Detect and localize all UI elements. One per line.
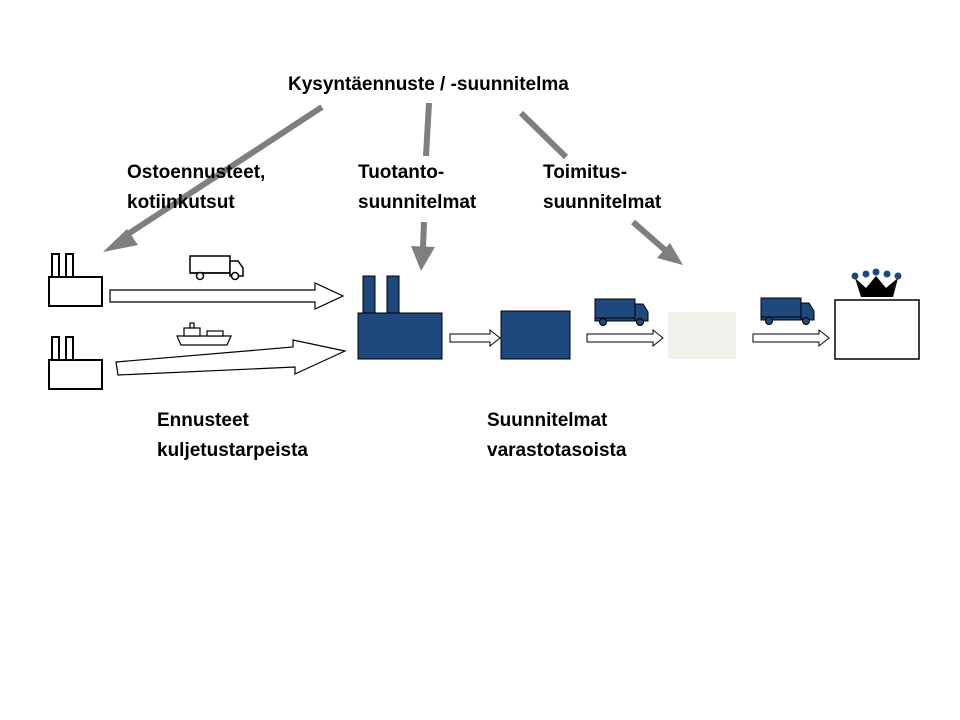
flow-arrow [586, 328, 664, 348]
distribution-box [668, 312, 736, 359]
inventory-plans-label: Suunnitelmat varastotasoista [487, 406, 626, 466]
planning-arrows [103, 102, 683, 271]
delivery-plans-label-line1: Toimitus- [543, 162, 628, 183]
inventory-plans-label-line1: Suunnitelmat [487, 410, 608, 431]
inventory-plans-label-line2: varastotasoista [487, 440, 627, 461]
arrow-to-production [411, 102, 435, 271]
transport-arrow-truck [109, 282, 345, 310]
truck-icon [594, 298, 649, 326]
transport-forecast-label-line2: kuljetustarpeista [157, 440, 308, 461]
production-plans-label-line2: suunnitelmat [358, 192, 477, 213]
arrow-to-delivery [518, 110, 683, 265]
factory-icon [357, 275, 443, 360]
diagram-title: Kysyntäennuste / -suunnitelma [288, 74, 569, 95]
transport-forecast-label: Ennusteet kuljetustarpeista [157, 406, 308, 466]
customer-box [834, 299, 920, 360]
transport-arrow-ship [115, 339, 347, 376]
delivery-plans-label-line2: suunnitelmat [543, 192, 662, 213]
truck-icon [760, 297, 815, 325]
truck-icon [189, 255, 244, 281]
supplier-factory-icon [48, 253, 103, 307]
purchase-forecast-label-line2: kotiinkutsut [127, 192, 235, 213]
supplier-factory-icon [48, 336, 103, 390]
purchase-forecast-label: Ostoennusteet, kotiinkutsut [127, 158, 265, 218]
flow-arrow [449, 328, 501, 348]
delivery-plans-label: Toimitus- suunnitelmat [543, 158, 661, 218]
ship-icon [176, 322, 232, 346]
purchase-forecast-label-line1: Ostoennusteet, [127, 162, 266, 183]
flow-arrow [752, 328, 830, 348]
warehouse-box [500, 310, 571, 360]
arrow-to-suppliers [103, 104, 324, 252]
production-plans-label-line1: Tuotanto- [358, 162, 445, 183]
crown-icon [851, 268, 902, 297]
production-plans-label: Tuotanto- suunnitelmat [358, 158, 476, 218]
transport-forecast-label-line1: Ennusteet [157, 410, 249, 431]
